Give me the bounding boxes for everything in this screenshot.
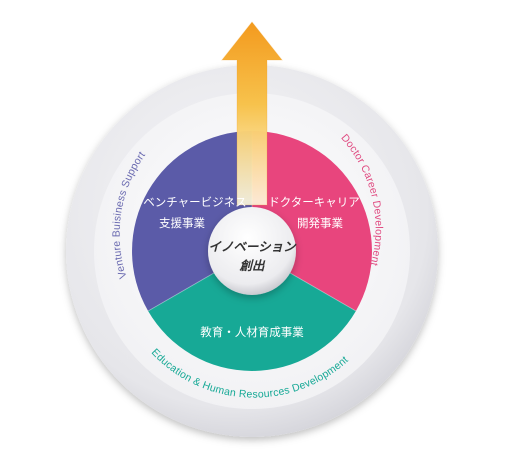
venture-label-line2: 支援事業 bbox=[159, 216, 205, 230]
center-disc bbox=[208, 207, 296, 295]
center-label-line2: 創出 bbox=[238, 258, 266, 273]
up-arrow-icon bbox=[220, 21, 284, 206]
center-label-line1: イノベーション bbox=[208, 239, 297, 254]
doctor-label-line1: ドクターキャリア bbox=[268, 195, 360, 209]
segment-education bbox=[148, 251, 356, 371]
venture-label-line1: ベンチャービジネス bbox=[143, 195, 246, 209]
doctor-label-line2: 開発事業 bbox=[297, 216, 343, 230]
education-label: 教育・人材育成事業 bbox=[200, 325, 304, 339]
